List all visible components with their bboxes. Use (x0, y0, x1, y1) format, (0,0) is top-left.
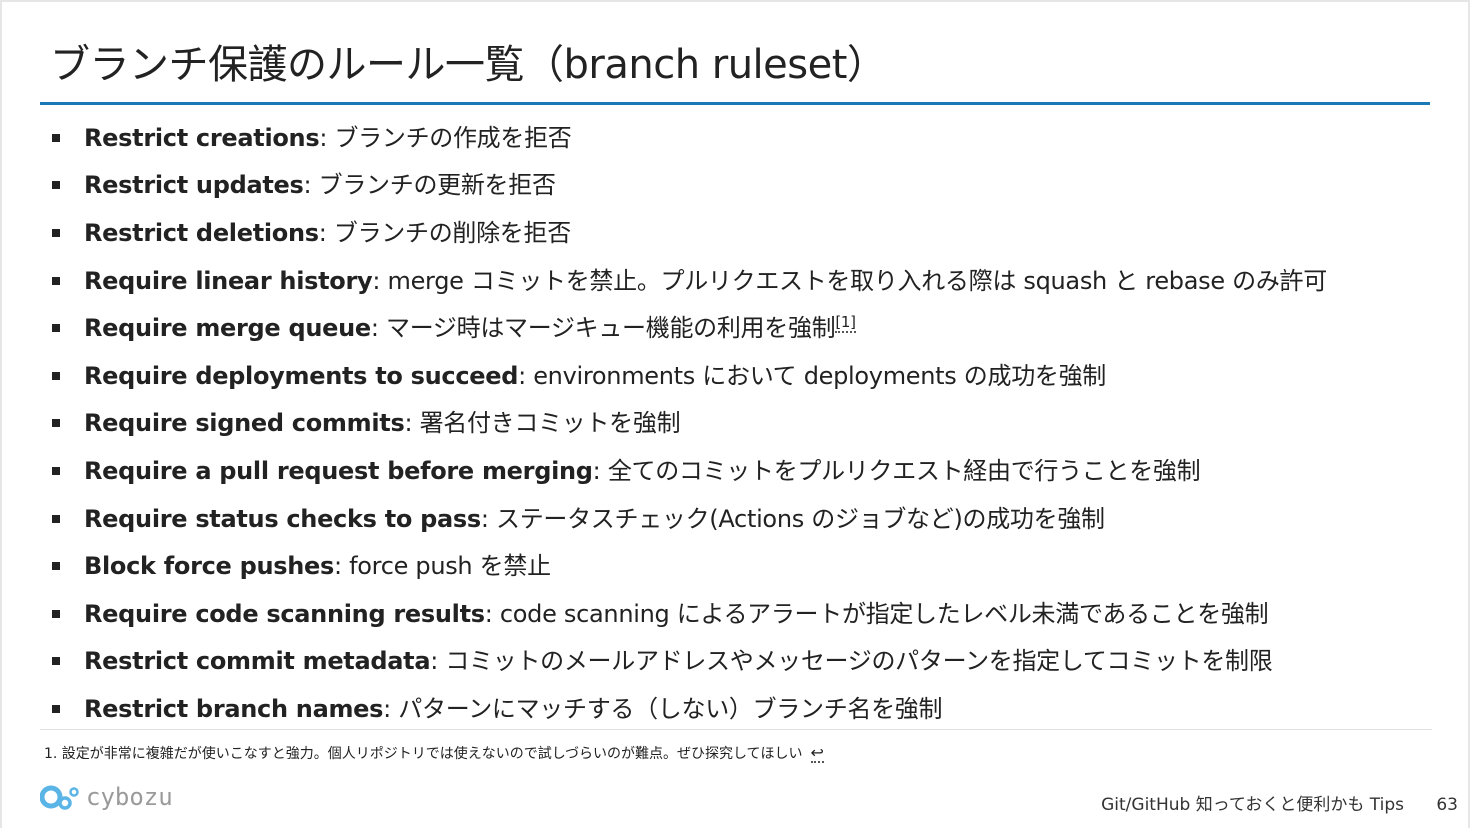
slide-frame-top (0, 0, 1470, 2)
slide-frame-right (1468, 0, 1470, 828)
rule-name: Restrict creations (84, 123, 320, 152)
rule-colon: : (592, 456, 601, 485)
rule-description: ブランチの更新を拒否 (318, 171, 556, 200)
rules-list: Restrict creations: ブランチの作成を拒否 Restrict … (0, 114, 1470, 733)
rule-name: Require status checks to pass (84, 504, 481, 533)
list-item: Block force pushes: force push を禁止 (0, 542, 1470, 590)
square-bullet-icon (52, 276, 60, 285)
cybozu-logo-icon (40, 785, 79, 810)
footnote-divider (40, 729, 1432, 730)
footnote-ref-link[interactable]: [1] (835, 313, 856, 334)
list-item: Restrict creations: ブランチの作成を拒否 (0, 114, 1470, 162)
square-bullet-icon (52, 704, 60, 713)
rule-name: Require a pull request before merging (84, 456, 593, 485)
square-bullet-icon (52, 419, 60, 428)
list-item: Require merge queue: マージ時はマージキュー機能の利用を強制… (0, 304, 1470, 352)
list-item: Require signed commits: 署名付きコミットを強制 (0, 400, 1470, 448)
square-bullet-icon (52, 562, 60, 571)
rule-name: Restrict deletions (84, 218, 319, 247)
square-bullet-icon (52, 228, 60, 237)
list-item: Require a pull request before merging: 全… (0, 447, 1470, 495)
square-bullet-icon (52, 466, 60, 475)
list-item: Restrict deletions: ブランチの削除を拒否 (0, 209, 1470, 257)
square-bullet-icon (52, 371, 60, 380)
list-item: Restrict updates: ブランチの更新を拒否 (0, 162, 1470, 210)
return-arrow-icon[interactable]: ↩ (810, 743, 824, 763)
rule-colon: : (383, 694, 391, 723)
list-item: Require status checks to pass: ステータスチェック… (0, 495, 1470, 543)
rule-colon: : (518, 361, 526, 390)
rule-name: Require linear history (84, 266, 373, 295)
title-underline (40, 102, 1430, 105)
rule-description: merge コミットを禁止。プルリクエストを取り入れる際は squash と r… (387, 266, 1328, 295)
presentation-title: Git/GitHub 知っておくと便利かも Tips (1101, 795, 1404, 815)
square-bullet-icon (52, 609, 60, 618)
slide-frame-left (0, 0, 2, 828)
rule-colon: : (404, 409, 413, 438)
rule-colon: : (303, 171, 312, 200)
rule-description: code scanning によるアラートが指定したレベル未満であることを強制 (499, 599, 1269, 628)
list-item: Restrict branch names: パターンにマッチする（しない）ブラ… (0, 685, 1470, 733)
rule-description: パターンにマッチする（しない）ブランチ名を強制 (398, 694, 943, 723)
rule-description: ブランチの作成を拒否 (334, 123, 572, 152)
rule-colon: : (484, 599, 493, 628)
rule-description: ステータスチェック(Actions のジョブなど)の成功を強制 (496, 504, 1105, 533)
rule-colon: : (333, 552, 342, 581)
square-bullet-icon (52, 181, 60, 190)
rule-description: ブランチの削除を拒否 (333, 218, 571, 247)
rule-name: Require signed commits (84, 409, 405, 438)
logo-text: cybozu (86, 783, 173, 811)
square-bullet-icon (52, 324, 60, 333)
rule-description: コミットのメールアドレスやメッセージのパターンを指定してコミットを制限 (445, 647, 1273, 676)
page-number: 63 (1436, 795, 1458, 815)
rule-name: Require deployments to succeed (84, 361, 519, 390)
rule-name: Restrict branch names (84, 694, 384, 723)
cybozu-logo: cybozu (40, 780, 173, 814)
square-bullet-icon (52, 514, 60, 523)
rule-colon: : (480, 504, 489, 533)
rule-name: Restrict commit metadata (84, 647, 431, 676)
rule-name: Block force pushes (84, 552, 334, 581)
square-bullet-icon (52, 657, 60, 666)
square-bullet-icon (52, 133, 60, 142)
rule-colon: : (370, 314, 379, 343)
rule-description: 署名付きコミットを強制 (419, 409, 681, 438)
list-item: Require deployments to succeed: environm… (0, 352, 1470, 400)
rule-name: Require merge queue (84, 314, 371, 343)
rule-name: Require code scanning results (84, 599, 485, 628)
rule-colon: : (319, 123, 328, 152)
rule-description: environments において deployments の成功を強制 (533, 361, 1106, 390)
footnote: 1. 設定が非常に複雑だが使いこなすと強力。個人リポジトリでは使えないので試しづ… (44, 743, 824, 765)
rule-colon: : (318, 218, 327, 247)
rule-description: マージ時はマージキュー機能の利用を強制 (386, 314, 836, 343)
rule-colon: : (372, 266, 381, 295)
rule-name: Restrict updates (84, 171, 304, 200)
list-item: Require code scanning results: code scan… (0, 590, 1470, 638)
rule-description: 全てのコミットをプルリクエスト経由で行うことを強制 (607, 456, 1201, 485)
footnote-text: 1. 設定が非常に複雑だが使いこなすと強力。個人リポジトリでは使えないので試しづ… (44, 746, 803, 762)
list-item: Require linear history: merge コミットを禁止。プル… (0, 257, 1470, 305)
list-item: Restrict commit metadata: コミットのメールアドレスやメ… (0, 638, 1470, 686)
rule-colon: : (430, 647, 439, 676)
rule-description: force push を禁止 (349, 552, 551, 581)
slide-title: ブランチ保護のルール一覧（branch ruleset） (50, 42, 887, 88)
